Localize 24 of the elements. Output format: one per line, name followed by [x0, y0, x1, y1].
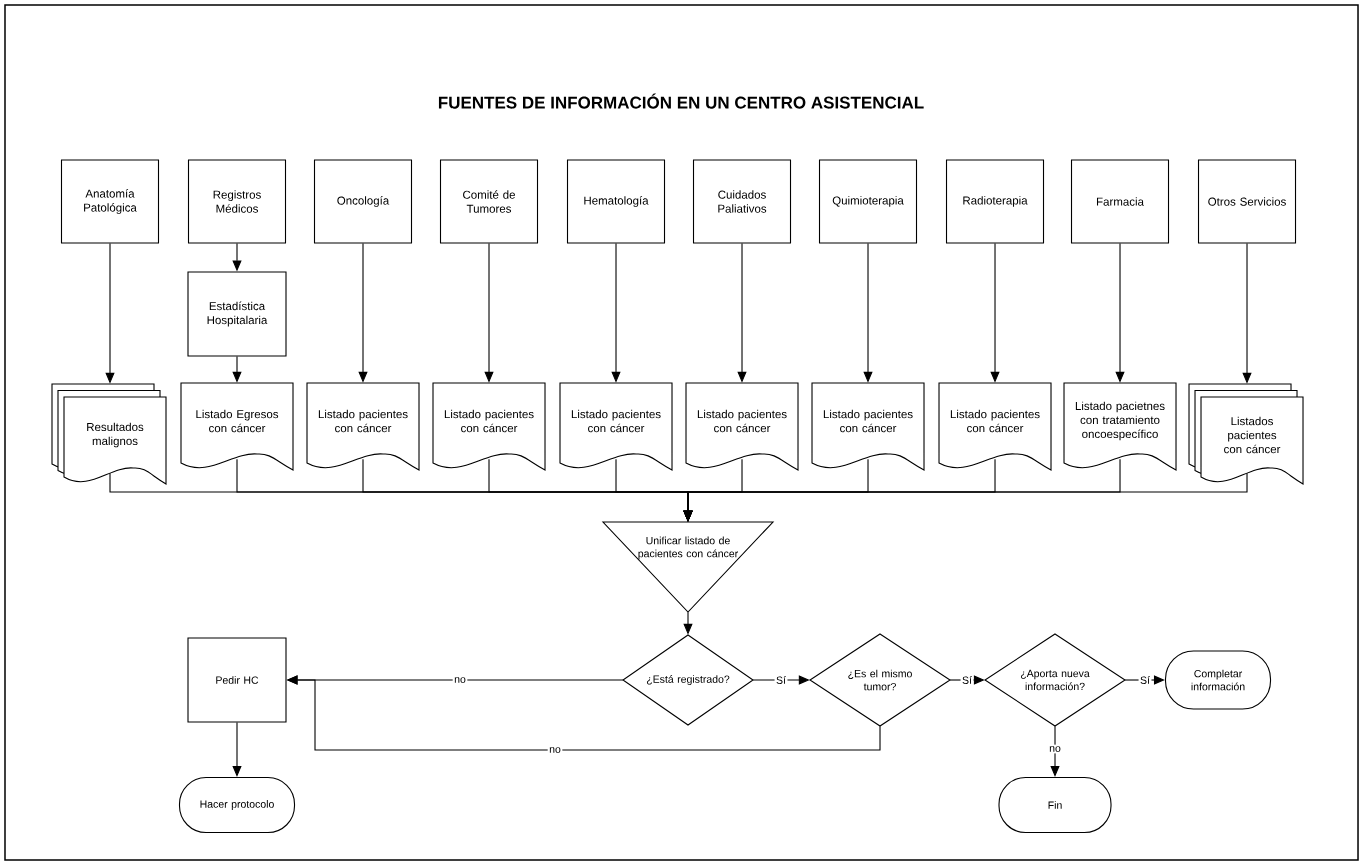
process-box: Farmacia — [1070, 159, 1170, 244]
arrow — [1124, 675, 1165, 685]
title: FUENTES DE INFORMACIÓN EN UN CENTRO ASISTENCIAL — [438, 93, 924, 109]
process-box: Registros Médicos — [187, 159, 287, 244]
edge-label: Sí — [1138, 674, 1152, 686]
arrow — [232, 722, 242, 777]
process-box: Pedir HC — [187, 637, 287, 723]
edge-label: Sí — [960, 674, 974, 686]
edge-label: Sí — [774, 674, 788, 686]
process-box: Comité de Tumores — [439, 159, 539, 244]
process-box: Cuidados Paliativos — [692, 159, 792, 244]
process-box: Oncología — [313, 159, 413, 244]
process-box: Otros Servicios — [1197, 159, 1297, 244]
edge-label: no — [1047, 744, 1063, 754]
stacked-documents: Listados pacientes con cáncer — [1188, 383, 1304, 485]
stacked-documents: Resultados malignos — [51, 383, 167, 485]
edge-label: no — [547, 745, 563, 755]
edge-label: no — [452, 675, 468, 685]
process-box: Radioterapia — [945, 159, 1045, 244]
process-box: Anatomía Patológica — [60, 159, 160, 244]
process-box: Estadística Hospitalaria — [187, 271, 287, 357]
arrow — [1050, 725, 1060, 777]
process-box: Hematología — [566, 159, 666, 244]
process-box: Quimioterapia — [818, 159, 918, 244]
